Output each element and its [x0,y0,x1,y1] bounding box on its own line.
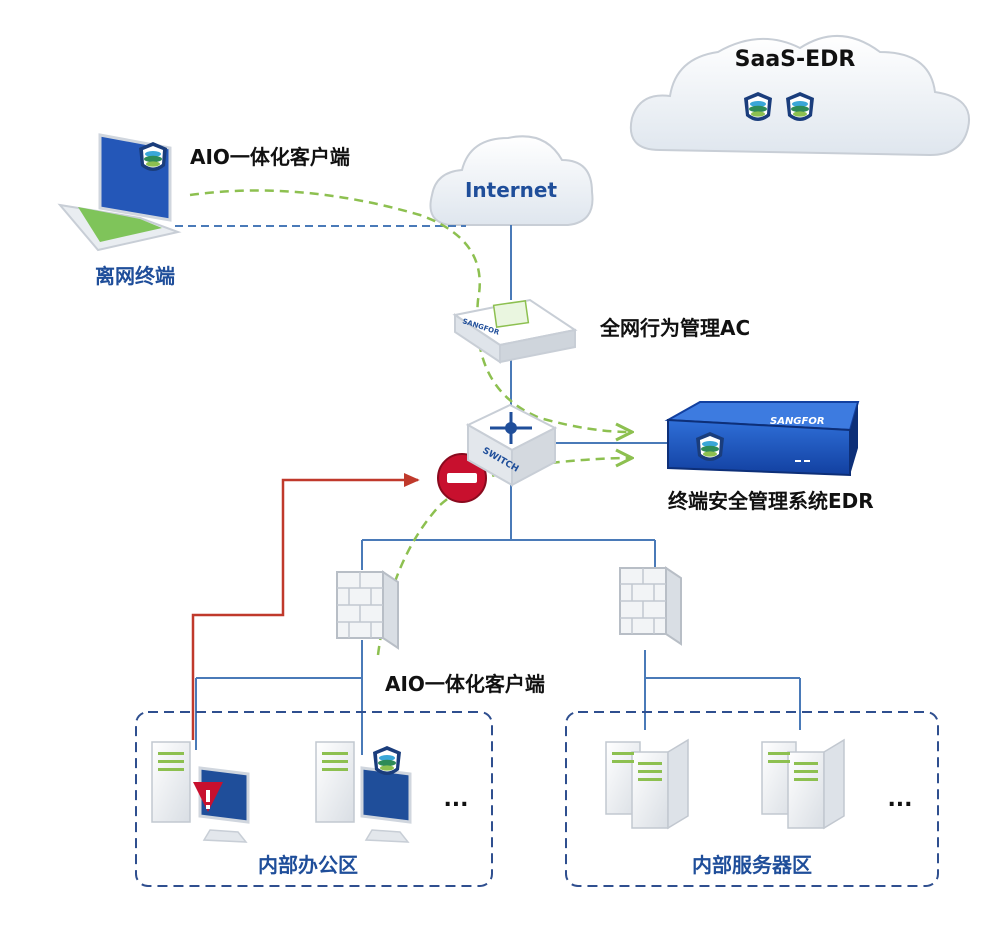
server-more: ... [887,787,912,812]
server-zone: ... 内部服务器区 [565,711,939,887]
network-links [175,225,801,755]
firewall-server [619,566,682,646]
server-pair-2 [761,738,845,830]
firewall-office [336,570,399,650]
office-zone: ... 内部办公区 [135,711,493,887]
offline-client-flow [189,189,630,433]
office-zone-label: 内部办公区 [258,853,358,877]
offline-client-label: AIO一体化客户端 [190,145,350,169]
saas-edr-label: SaaS-EDR [735,47,856,72]
office-more: ... [443,787,468,812]
server-zone-label: 内部服务器区 [692,853,812,877]
client-shield-icon [139,142,167,171]
traffic-flows [189,189,630,656]
edr-brand: SANGFOR [770,416,825,427]
saas-edr-cloud: SaaS-EDR [629,35,971,157]
edr-shield-icon [696,432,724,461]
switch-device: SWITCH [465,403,558,487]
edr-shield-icon [744,92,772,121]
client-shield-icon [373,746,401,775]
internet-label: Internet [465,178,557,202]
office-client-label: AIO一体化客户端 [385,672,545,696]
compromised-pc [151,741,250,843]
offline-terminal-label: 离网终端 [95,264,175,288]
edr-device: SANGFOR 终端安全管理系统EDR [664,401,874,513]
edr-label: 终端安全管理系统EDR [668,489,874,513]
office-client-flow [376,458,630,656]
protected-pc [315,741,412,843]
offline-laptop: AIO一体化客户端 离网终端 [57,133,350,288]
internet-cloud: Internet [429,135,594,226]
blocked-attack-path [191,453,487,740]
edr-shield-icon [786,92,814,121]
ac-device: SANGFOR 全网行为管理AC [452,298,750,364]
server-pair-1 [605,738,689,830]
ac-label: 全网行为管理AC [599,316,750,340]
